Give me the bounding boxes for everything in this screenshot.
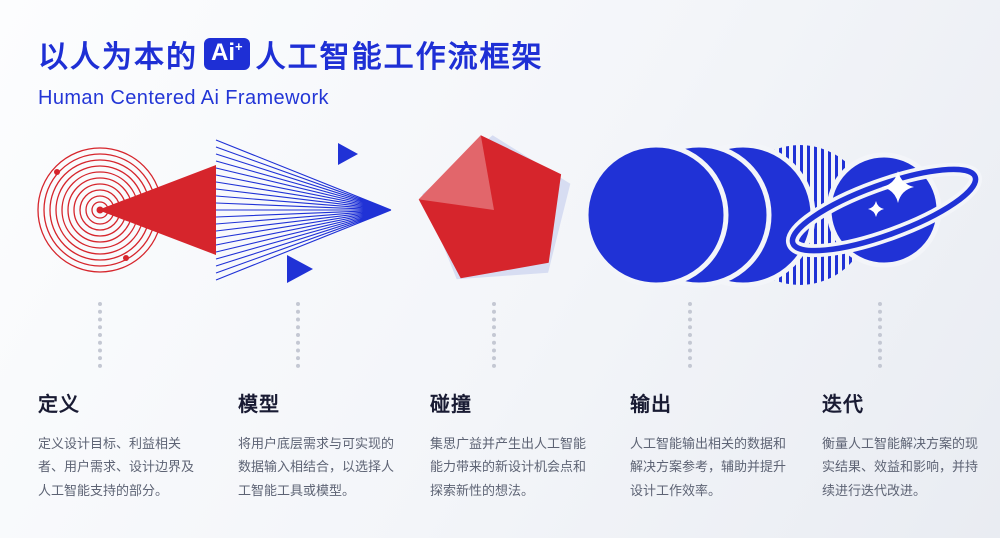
sparkle-small-icon [868,201,884,217]
section-description: 衡量人工智能解决方案的现实结果、效益和影响，并持续进行迭代改进。 [822,436,979,498]
section-description: 人工智能输出相关的数据和解决方案参考，辅助并提升设计工作效率。 [630,436,787,498]
title-suffix: 人工智能工作流框架 [255,41,544,74]
overlapping-circles-icon [583,142,870,288]
pentagon-icon [418,135,571,280]
section-model: 模型 将用户底层需求与可实现的数据输入相结合，以选择人工智能工具或模型。 [238,388,400,502]
section-description: 集思广益并产生出人工智能能力带来的新设计机会点和探索新性的想法。 [430,436,587,498]
section-title: 模型 [238,394,280,416]
dotted-connector [878,302,882,368]
section-output: 输出 人工智能输出相关的数据和解决方案参考，辅助并提升设计工作效率。 [630,388,792,502]
title-prefix: 以人为本的 [38,41,198,74]
page-title: 以人为本的 Ai+ 人工智能工作流框架 [38,32,544,76]
section-collision: 碰撞 集思广益并产生出人工智能能力带来的新设计机会点和探索新性的想法。 [430,388,592,502]
section-title: 迭代 [822,394,864,416]
dotted-connector [98,302,102,368]
dotted-connector [492,302,496,368]
section-description: 定义设计目标、利益相关者、用户需求、设计边界及人工智能支持的部分。 [38,436,195,498]
badge-ai-text: Ai [211,38,235,66]
page-subtitle: Human Centered Ai Framework [38,87,329,109]
header: 以人为本的 Ai+ 人工智能工作流框架 Human Centered Ai Fr… [38,32,544,110]
section-title: 定义 [38,394,80,416]
ai-plus-badge: Ai+ [204,37,250,71]
badge-plus-sign: + [235,38,243,54]
section-iterate: 迭代 衡量人工智能解决方案的现实结果、效益和影响，并持续进行迭代改进。 [822,388,984,502]
section-title: 碰撞 [430,394,472,416]
converging-rays-icon [215,139,392,283]
section-description: 将用户底层需求与可实现的数据输入相结合，以选择人工智能工具或模型。 [238,436,395,498]
planet-ring-icon [785,152,983,268]
section-define: 定义 定义设计目标、利益相关者、用户需求、设计边界及人工智能支持的部分。 [38,388,200,502]
dotted-connector [688,302,692,368]
graphics-strip [37,135,983,288]
sparkle-icon [882,171,914,203]
target-circles-icon [37,147,216,273]
section-title: 输出 [630,394,672,416]
dotted-connector [296,302,300,368]
